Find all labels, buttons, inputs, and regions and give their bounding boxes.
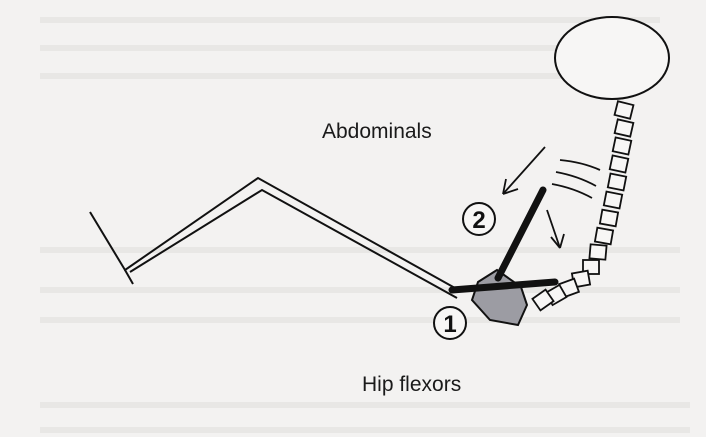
motion-lines: [552, 160, 600, 198]
arrows: [503, 147, 564, 248]
vertebra: [613, 137, 632, 154]
vertebra: [615, 119, 634, 136]
marker-2: 2: [463, 203, 495, 235]
vertebra: [608, 174, 626, 191]
hip-flexors-label: Hip flexors: [362, 373, 461, 397]
arrow-abdominals: [503, 147, 545, 194]
legs: [90, 178, 457, 298]
vertebra: [610, 155, 629, 172]
vertebra: [595, 228, 613, 245]
marker-1-text: 1: [443, 311, 456, 338]
vertebra: [600, 210, 618, 227]
marker-1: 1: [434, 307, 466, 339]
leg-outline-inner: [130, 190, 457, 298]
marker-2-text: 2: [472, 207, 485, 234]
head: [555, 17, 669, 99]
vertebra: [615, 101, 634, 118]
arrow-lower: [547, 210, 560, 248]
vertebra: [604, 192, 622, 209]
spine: [532, 101, 633, 310]
vertebra: [589, 244, 606, 259]
abdominals-label: Abdominals: [322, 120, 432, 144]
foot-line: [125, 270, 133, 284]
abdominal-muscle-bar: [498, 190, 543, 278]
leg-outline-outer: [90, 178, 455, 288]
